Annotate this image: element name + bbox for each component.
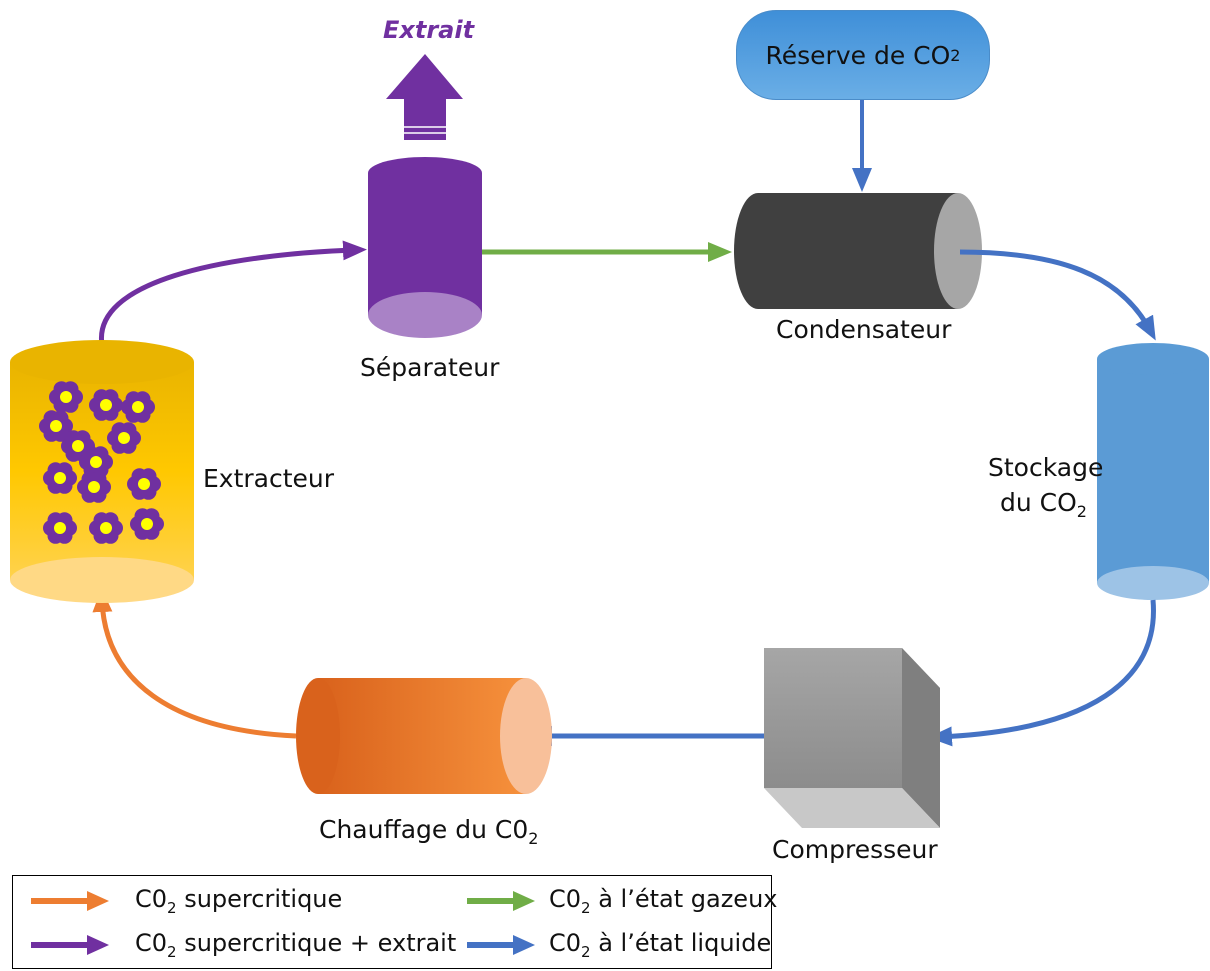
heater-label-sub: 2 [528, 829, 539, 848]
extractor-plant-material [39, 381, 164, 544]
storage-label-sub: 2 [1076, 502, 1087, 521]
legend-arrow-blue-icon [467, 935, 535, 955]
flower-icon [130, 508, 164, 540]
flower-icon [89, 512, 123, 544]
legend-box: C02 supercritique C02 supercritique + ex… [12, 875, 777, 969]
separator-label: Séparateur [360, 353, 500, 382]
flower-icon [39, 410, 73, 442]
flower-icon [49, 381, 83, 413]
flower-icon [43, 462, 77, 494]
extrait-output-arrow [386, 54, 463, 140]
storage-label-line1: Stockage [988, 453, 1104, 482]
separator-vessel [368, 157, 482, 338]
extractor-label: Extracteur [203, 464, 335, 493]
legend-label: C02 supercritique + extrait [135, 929, 457, 961]
condenser-vessel [734, 193, 982, 309]
legend-item-supercritical: C02 supercritique [29, 885, 343, 917]
legend-item-supercritical-extract: C02 supercritique + extrait [29, 929, 457, 961]
extrait-label: Extrait [383, 16, 475, 44]
reserve-sub: 2 [950, 45, 961, 65]
flower-icon [89, 389, 123, 421]
flower-icon [121, 391, 155, 423]
storage-label-text: du CO [1000, 488, 1077, 517]
heater-vessel [296, 678, 552, 794]
legend-label: C02 supercritique [135, 885, 343, 917]
flower-icon [43, 512, 77, 544]
flow-arrow-extractor-to-separator [99, 240, 367, 346]
legend-arrow-purple-icon [31, 935, 109, 955]
heater-label-text: Chauffage du C0 [319, 815, 529, 844]
reserve-label: Réserve de CO [765, 40, 951, 70]
legend-arrow-green-icon [467, 891, 535, 911]
legend-item-liquid: C02 à l’état liquide [465, 929, 772, 961]
compressor-label: Compresseur [772, 835, 938, 864]
compressor-box [764, 648, 940, 828]
storage-vessel [1097, 343, 1209, 600]
legend-label: C02 à l’état liquide [549, 929, 772, 961]
heater-label: Chauffage du C02 [319, 815, 538, 848]
legend-label: C02 à l’état gazeux [549, 885, 778, 917]
flower-icon [127, 468, 161, 500]
flower-icon [107, 422, 141, 454]
flow-arrow-condenser-to-storage [959, 249, 1156, 341]
condenser-label: Condensateur [776, 315, 952, 344]
flow-arrow-heater-to-extractor [92, 588, 297, 739]
storage-label-line2: du CO2 [1000, 488, 1087, 521]
legend-arrow-orange-icon [31, 891, 109, 911]
flow-arrow-storage-to-compressor [928, 599, 1156, 747]
flower-icon [77, 471, 111, 503]
legend-item-gaseous: C02 à l’état gazeux [465, 885, 778, 917]
